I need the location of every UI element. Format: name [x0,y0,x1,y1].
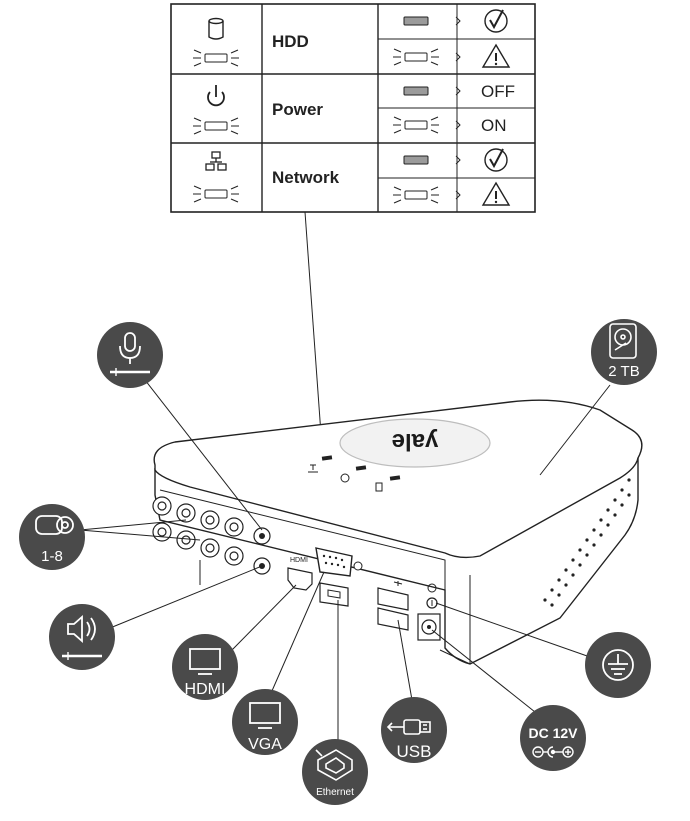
dc-polarity-icon [532,746,574,758]
check-icon [484,148,508,172]
row-label-network: Network [272,168,340,187]
led-status-table: HDD Power OFF ON [170,3,536,213]
row-label-power: Power [272,100,323,119]
leader-line [304,211,323,449]
power-icon [207,85,225,107]
power-on-text: ON [481,116,507,135]
camera-icon [35,515,74,535]
table-row-network: Network [192,148,510,206]
callout-vga: VGA [232,689,298,755]
hard-drive-icon [609,323,637,359]
side-vents [543,478,631,607]
power-off-text: OFF [481,82,515,101]
microphone-jack-icon [110,332,150,376]
callout-dc-power: DC 12V [520,705,586,771]
usb-ports [377,581,409,631]
monitor-icon [249,702,281,729]
speaker-jack-icon [62,615,102,660]
callout-hard-drive: 2 TB [591,319,657,385]
svg-text:yale: yale [392,428,439,455]
callout-camera-inputs: 1-8 [19,504,85,570]
power-ground-ports [417,583,441,641]
ground-icon [602,649,634,681]
row-label-hdd: HDD [272,32,309,51]
leader-lines [79,379,611,740]
hdmi-label: HDMI [185,681,226,698]
usb-icon [386,719,431,735]
svg-text:HDMI: HDMI [290,557,308,564]
callout-speaker [49,604,115,670]
callout-hdmi: HDMI [172,634,238,700]
check-icon [484,9,508,33]
vga-label: VGA [248,736,282,753]
front-status-leds [308,455,401,492]
callout-microphone [97,322,163,388]
network-icon [205,151,227,171]
usb-label: USB [397,742,432,761]
table-row-power: Power OFF ON [192,82,515,135]
hdmi-port: HDMI [287,557,313,591]
ethernet-label: Ethernet [316,787,354,798]
callout-usb: USB [381,697,447,763]
monitor-icon [189,648,221,675]
nvr-device: yale [152,399,643,665]
brand-logo: yale [339,418,491,468]
camera-channels-label: 1-8 [41,548,63,565]
callout-ground [585,632,651,698]
ethernet-port [319,582,349,607]
bnc-video-inputs [152,496,271,575]
dc-12v-label: DC 12V [528,725,578,741]
ethernet-icon [315,749,353,781]
led-off-icon [403,16,429,26]
led-off-icon [403,155,429,165]
hdd-capacity-label: 2 TB [608,363,639,380]
table-row-hdd: HDD [192,9,510,68]
vga-port [315,547,363,577]
hdd-icon [208,17,224,40]
led-off-icon [403,86,429,96]
callout-ethernet: Ethernet [302,739,368,805]
